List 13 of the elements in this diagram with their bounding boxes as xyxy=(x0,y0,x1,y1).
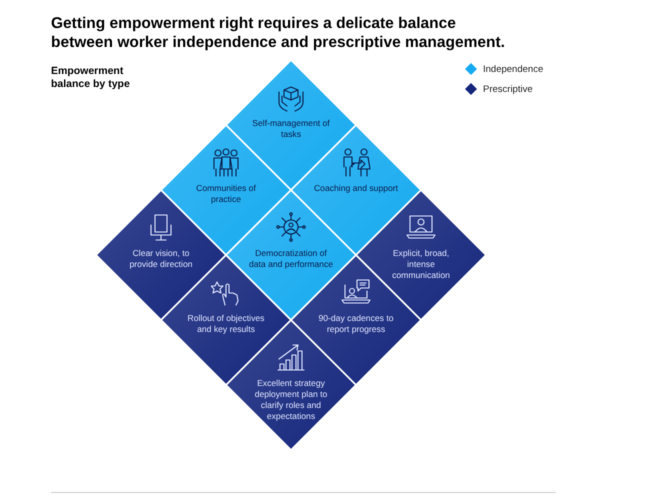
tile-label: Coaching and support xyxy=(313,183,399,194)
tile-label: Communities of practice xyxy=(195,183,257,205)
tile-label: Rollout of objectives and key results xyxy=(186,313,266,335)
tile-label: 90-day cadences to report progress xyxy=(317,313,394,335)
section-heading: Empowerment balance by type xyxy=(51,65,131,91)
tile-label: Self-management of tasks xyxy=(251,118,331,140)
tile-label: Democratization of data and performance xyxy=(248,248,334,270)
tile-label: Excellent strategy deployment plan to clarify roles and expectations xyxy=(254,378,328,422)
chart-title: Getting empowerment right requires a delicate balance between worker independence and prescriptive management. xyxy=(51,14,506,52)
tile-label: Explicit, broad, intense communication xyxy=(391,248,451,281)
legend-label: Independence xyxy=(483,64,544,74)
tile-label: Clear vision, to provide direction xyxy=(128,248,194,270)
legend-label: Prescriptive xyxy=(483,84,533,94)
